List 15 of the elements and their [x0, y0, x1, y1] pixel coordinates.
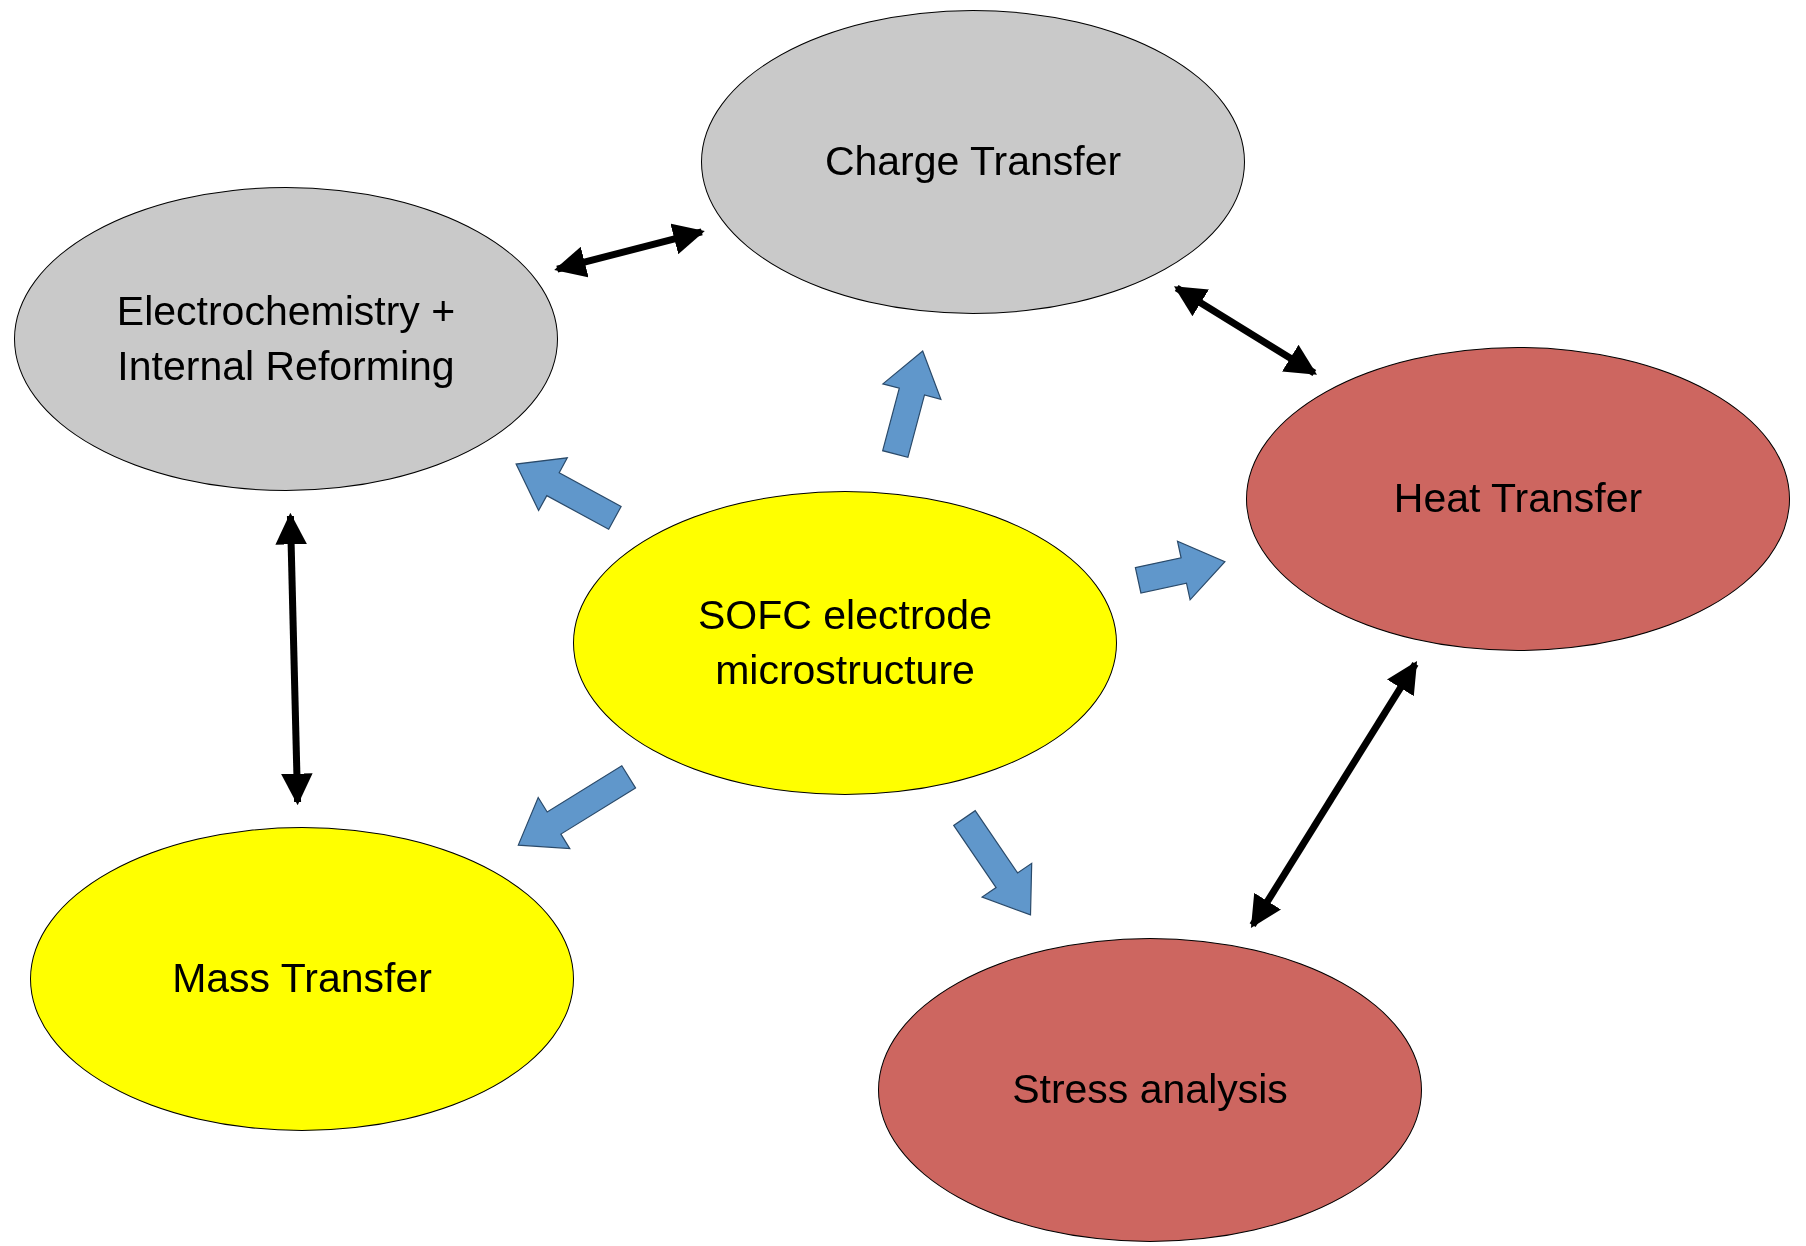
node-label: Charge Transfer [824, 137, 1122, 187]
node-label: Electrochemistry + Internal Reforming [115, 286, 457, 391]
node-label: Stress analysis [1012, 1065, 1288, 1115]
node-label: Mass Transfer [172, 954, 432, 1004]
node-label: SOFC electrode microstructure [697, 590, 993, 695]
double-arrow [1249, 661, 1419, 928]
block-arrow [515, 457, 622, 531]
double-arrow [1173, 284, 1318, 377]
block-arrow [881, 350, 942, 459]
double-arrow [554, 223, 705, 278]
block-arrow [517, 764, 637, 850]
node-label: Heat Transfer [1393, 474, 1643, 524]
block-arrow [952, 809, 1033, 916]
block-arrow [1134, 540, 1226, 602]
double-arrow [275, 512, 313, 806]
